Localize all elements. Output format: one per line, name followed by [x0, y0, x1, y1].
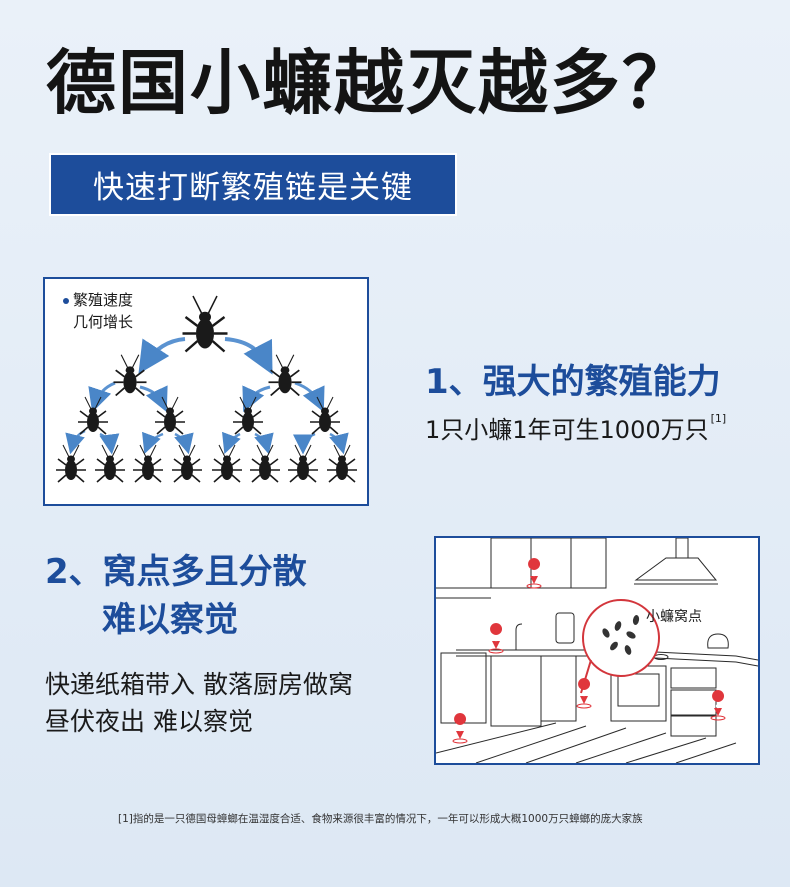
- roach-icon: [55, 444, 87, 483]
- roach-icon: [154, 396, 186, 435]
- roach-icon: [181, 294, 229, 353]
- kitchen-illustration: 小蠊窝点: [434, 536, 760, 765]
- roach-icon: [249, 444, 281, 483]
- roach-icon: [287, 444, 319, 483]
- point-2-heading-line-1: 2、窝点多且分散: [45, 552, 307, 592]
- point-2-desc-line-2: 昼伏夜出 难以察觉: [45, 707, 253, 736]
- arrow: [138, 337, 186, 375]
- legend-line-2: 几何增长: [73, 313, 134, 331]
- key-banner: 快速打断繁殖链是关键: [49, 153, 457, 216]
- diagram-legend: 繁殖速度 几何增长: [63, 289, 133, 333]
- footnote: [1]指的是一只德国母蟑螂在温湿度合适、食物来源很丰富的情况下，一年可以形成大概…: [118, 813, 643, 825]
- roach-icon: [309, 396, 341, 435]
- arrow: [294, 381, 325, 413]
- roach-icon: [211, 444, 243, 483]
- point-2-heading-line-2: 难以察觉: [102, 600, 238, 640]
- roach-icon: [112, 353, 148, 397]
- location-pin-icon: [526, 558, 542, 589]
- location-pin-icon: [452, 713, 468, 744]
- reproduction-diagram: 繁殖速度 几何增长: [43, 277, 369, 506]
- footnote-ref: [1]: [710, 412, 727, 425]
- arrow: [224, 337, 273, 375]
- nest-roaches: [602, 615, 640, 655]
- arrow: [88, 381, 116, 413]
- roach-icon: [267, 353, 303, 397]
- point-1-text-body: 1只小蠊1年可生1000万只: [425, 416, 709, 444]
- arrow: [142, 431, 164, 455]
- nest-label: 小蠊窝点: [646, 609, 702, 625]
- roach-icon: [77, 396, 109, 435]
- kitchen-drawing: [436, 538, 758, 763]
- legend-line-1: 繁殖速度: [73, 291, 134, 309]
- arrow: [242, 385, 271, 413]
- arrow: [65, 429, 86, 455]
- arrow: [99, 432, 120, 455]
- point-2-heading: 2、窝点多且分散 难以察觉: [45, 548, 307, 644]
- arrow: [329, 432, 349, 455]
- arrow: [254, 432, 274, 455]
- point-2-desc-line-1: 快递纸箱带入 散落厨房做窝: [45, 670, 353, 699]
- arrow: [174, 432, 194, 455]
- roach-icon: [171, 444, 203, 483]
- point-1-text: 1只小蠊1年可生1000万只[1]: [425, 410, 726, 445]
- arrow: [139, 385, 168, 413]
- location-pin-icon: [576, 678, 592, 709]
- roach-icon: [326, 444, 358, 483]
- location-markers: [452, 558, 726, 744]
- nest-magnifier: [582, 599, 660, 677]
- banner-text: 快速打断繁殖链是关键: [93, 170, 413, 206]
- roach-icon: [132, 444, 164, 483]
- arrow: [293, 432, 316, 455]
- page-title: 德国小蠊越灭越多？: [46, 42, 694, 124]
- location-pin-icon: [710, 690, 726, 721]
- roach-icon: [94, 444, 126, 483]
- location-pin-icon: [488, 623, 504, 654]
- arrow: [222, 431, 241, 455]
- legend-dot: [63, 297, 69, 304]
- point-1-heading: 1、强大的繁殖能力: [425, 362, 721, 402]
- roach-tree: [55, 294, 358, 483]
- point-2-description: 快递纸箱带入 散落厨房做窝 昼伏夜出 难以察觉: [45, 666, 353, 740]
